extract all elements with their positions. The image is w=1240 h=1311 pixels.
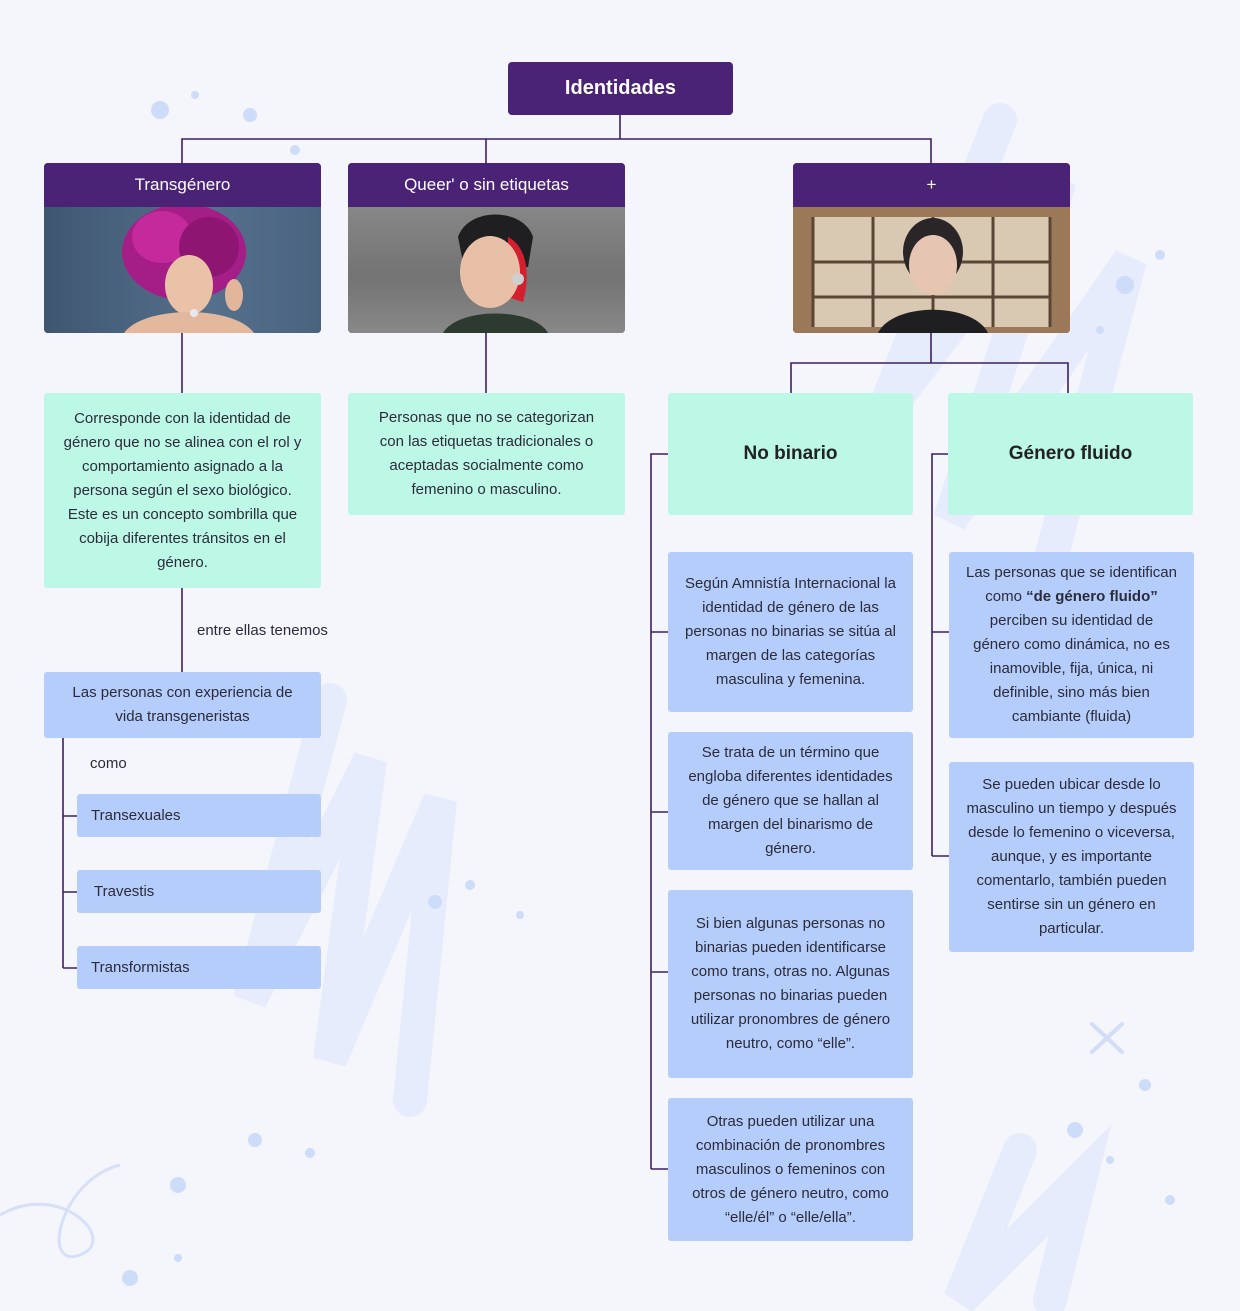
queer-photo [348, 207, 625, 333]
item-travestis: Travestis [77, 870, 321, 913]
no-binario-item-4-text: Otras pueden utilizar una combinación de… [692, 1112, 889, 1226]
genero-fluido-item-1-post: perciben su identidad de género como din… [973, 612, 1170, 725]
queer-title: Queer' o sin etiquetas [348, 163, 625, 207]
transgenero-card: Transgénero [44, 163, 321, 333]
genero-fluido-title: Género fluido [1008, 443, 1133, 464]
no-binario-item-3-text: Si bien algunas personas no binarias pue… [690, 915, 891, 1052]
genero-fluido-item-1-text: Las personas que se identifican como “de… [965, 561, 1178, 729]
genero-fluido-item-1-pre: Las personas que se identifican como [966, 564, 1177, 605]
root-label: Identidades [564, 77, 677, 99]
transgenero-description-text: Corresponde con la identidad de género q… [63, 409, 302, 571]
no-binario-item-2: Se trata de un término que engloba difer… [668, 732, 913, 870]
genero-fluido-item-2-text: Se pueden ubicar desde lo masculino un t… [966, 776, 1177, 937]
root-node: Identidades [508, 62, 733, 115]
no-binario-title: No binario [743, 443, 838, 464]
connector-label-como: como [90, 755, 127, 772]
transgenero-photo [44, 207, 321, 333]
transgenero-description: Corresponde con la identidad de género q… [44, 393, 321, 588]
no-binario-item-2-text: Se trata de un término que engloba difer… [688, 744, 893, 857]
transgenero-title: Transgénero [44, 163, 321, 207]
transgeneristas-group-text: Las personas con experiencia de vida tra… [72, 684, 293, 725]
queer-description: Personas que no se categorizan con las e… [348, 393, 625, 515]
queer-card: Queer' o sin etiquetas [348, 163, 625, 333]
item-transexuales: Transexuales [77, 794, 321, 837]
genero-fluido-item-2: Se pueden ubicar desde lo masculino un t… [949, 762, 1194, 952]
queer-description-text: Personas que no se categorizan con las e… [378, 409, 595, 498]
genero-fluido-item-1-bold: “de género fluido” [1026, 588, 1158, 605]
no-binario-item-1-text: Según Amnistía Internacional la identida… [685, 575, 896, 688]
no-binario-node: No binario [668, 393, 913, 515]
plus-title: + [793, 163, 1070, 207]
no-binario-item-1: Según Amnistía Internacional la identida… [668, 552, 913, 712]
genero-fluido-node: Género fluido [948, 393, 1193, 515]
item-travestis-label: Travestis [94, 882, 155, 900]
plus-card: + [793, 163, 1070, 333]
plus-photo [793, 207, 1070, 333]
no-binario-item-4: Otras pueden utilizar una combinación de… [668, 1098, 913, 1241]
item-transformistas-label: Transformistas [91, 958, 190, 976]
item-transexuales-label: Transexuales [91, 806, 181, 824]
item-transformistas: Transformistas [77, 946, 321, 989]
no-binario-item-3: Si bien algunas personas no binarias pue… [668, 890, 913, 1078]
genero-fluido-item-1: Las personas que se identifican como “de… [949, 552, 1194, 738]
transgeneristas-group: Las personas con experiencia de vida tra… [44, 672, 321, 738]
connector-label-entre-ellas: entre ellas tenemos [197, 622, 328, 639]
